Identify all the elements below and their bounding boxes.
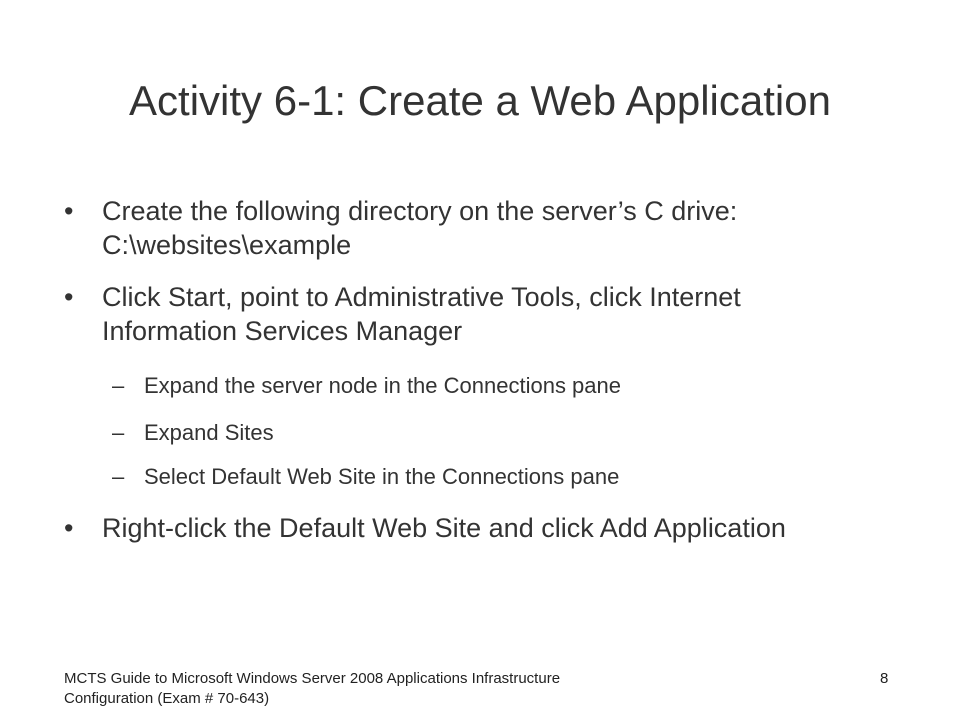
bullet-marker: • [64, 196, 74, 226]
sub-item-text: Expand the server node in the Connection… [144, 373, 621, 398]
sub-item: – Expand Sites [112, 419, 892, 447]
sub-item-text: Expand Sites [144, 420, 274, 445]
sub-item-text: Select Default Web Site in the Connectio… [144, 464, 620, 489]
bullet-text: Create the following directory on the se… [102, 196, 738, 260]
dash-marker: – [112, 420, 125, 445]
sub-item: – Expand the server node in the Connecti… [112, 372, 892, 400]
bullet-marker: • [64, 282, 74, 312]
bullet-item: • Click Start, point to Administrative T… [64, 280, 864, 348]
slide-title: Activity 6-1: Create a Web Application [129, 77, 831, 124]
page-number: 8 [880, 670, 889, 687]
footer-text: MCTS Guide to Microsoft Windows Server 2… [64, 670, 561, 707]
bullet-text: Right-click the Default Web Site and cli… [102, 513, 786, 543]
dash-marker: – [112, 373, 125, 398]
dash-marker: – [112, 464, 125, 489]
bullet-marker: • [64, 513, 74, 543]
bullet-item: • Right-click the Default Web Site and c… [64, 511, 864, 545]
sub-item: – Select Default Web Site in the Connect… [112, 463, 892, 491]
bullet-text: Click Start, point to Administrative Too… [102, 282, 741, 346]
bullet-item: • Create the following directory on the … [64, 194, 864, 262]
